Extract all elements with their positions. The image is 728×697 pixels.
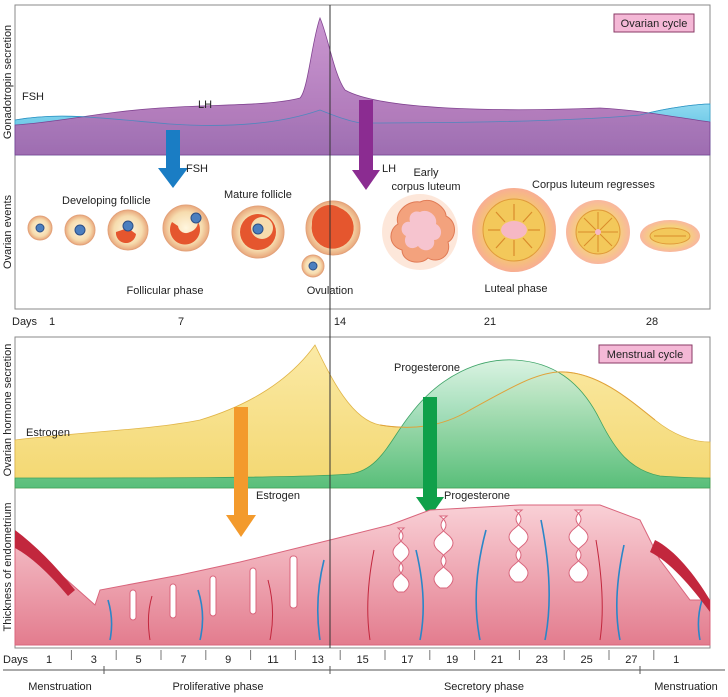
gonadotropin-panel: Ovarian cycle FSH LH FSH LH Developing f…	[2, 4, 711, 310]
follicle-stage-1	[27, 215, 53, 241]
day-tick: 27	[625, 654, 637, 666]
mature-follicle	[231, 205, 285, 259]
estrogen-arrow-label: Estrogen	[256, 490, 300, 502]
gonadotropin-secretion-axis-label: Gonadotropin secretion	[2, 25, 14, 139]
thickness-of-endometrium-axis-label: Thickness of endometrium	[2, 503, 14, 632]
day-tick: 1	[673, 654, 679, 666]
phase-menstruation-label: Menstruation	[28, 681, 92, 693]
fsh-arrow	[158, 130, 188, 188]
fsh-curve-label: FSH	[22, 91, 44, 103]
follicular-phase-label: Follicular phase	[126, 285, 203, 297]
day-tick: 1	[49, 316, 55, 328]
early-corpus-luteum	[382, 194, 458, 270]
day-tick: 7	[180, 654, 186, 666]
endometrium-illustration	[14, 504, 711, 646]
follicle-stage-4	[162, 204, 210, 252]
shedding-tissue-right	[650, 540, 710, 612]
lh-curve-label: LH	[198, 99, 212, 111]
progesterone-arrow	[416, 397, 444, 517]
mature-follicle-label: Mature follicle	[224, 189, 292, 201]
luteal-phase-label: Luteal phase	[485, 283, 548, 295]
day-tick: 28	[646, 316, 658, 328]
day-tick: 3	[91, 654, 97, 666]
ovarian-hormone-secretion-axis-label: Ovarian hormone secretion	[2, 344, 14, 477]
lh-arrow-label: LH	[382, 163, 396, 175]
day-tick: 21	[484, 316, 496, 328]
estrogen-arrow	[226, 407, 256, 537]
lh-arrow	[352, 100, 380, 190]
regressing-corpus-luteum-1	[566, 200, 630, 264]
early-corpus-luteum-label-1: Early	[413, 167, 439, 179]
days-axis-top: Days 1 7 14 21 28	[12, 316, 658, 328]
ovarian-hormone-panel: Menstrual cycle Estrogen Progesterone Es…	[2, 336, 711, 649]
follicle-stage-2	[64, 214, 96, 246]
corpus-luteum	[472, 188, 556, 272]
menstrual-cycle-badge: Menstrual cycle	[598, 344, 693, 364]
day-tick: 9	[225, 654, 231, 666]
ovulating-follicle	[301, 200, 361, 278]
fsh-arrow-label: FSH	[186, 163, 208, 175]
regressing-corpus-luteum-2	[640, 220, 700, 252]
day-tick: 25	[580, 654, 592, 666]
corpus-luteum-regresses-label: Corpus luteum regresses	[532, 179, 655, 191]
progesterone-curve-area	[14, 359, 711, 489]
day-tick: 23	[536, 654, 548, 666]
ovarian-cycle-badge-text: Ovarian cycle	[621, 18, 688, 30]
developing-follicle-label: Developing follicle	[62, 195, 151, 207]
day-tick: 14	[334, 316, 346, 328]
phase-secretory-label: Secretory phase	[444, 681, 524, 693]
early-corpus-luteum-label-2: corpus luteum	[391, 181, 460, 193]
days-axis-bottom-label: Days	[3, 654, 29, 666]
day-tick: 17	[401, 654, 413, 666]
day-tick: 21	[491, 654, 503, 666]
days-axis-top-label: Days	[12, 316, 38, 328]
day-tick: 15	[356, 654, 368, 666]
day-tick: 7	[178, 316, 184, 328]
day-tick: 1	[46, 654, 52, 666]
day-tick: 5	[136, 654, 142, 666]
phase-menstruation-end-label: Menstruation	[654, 681, 718, 693]
progesterone-arrow-label: Progesterone	[444, 490, 510, 502]
progesterone-curve-label: Progesterone	[394, 362, 460, 374]
day-tick: 13	[312, 654, 324, 666]
ovarian-cycle-badge: Ovarian cycle	[613, 13, 695, 33]
shedding-tissue-left	[15, 530, 75, 596]
estrogen-curve-label: Estrogen	[26, 427, 70, 439]
day-tick: 19	[446, 654, 458, 666]
phase-brackets: Menstruation Proliferative phase Secreto…	[3, 666, 725, 693]
phase-proliferative-label: Proliferative phase	[172, 681, 263, 693]
follicle-stage-3	[107, 209, 149, 251]
ovarian-events-axis-label: Ovarian events	[2, 195, 14, 269]
day-tick: 11	[267, 654, 278, 666]
menstrual-cycle-badge-text: Menstrual cycle	[607, 349, 683, 361]
